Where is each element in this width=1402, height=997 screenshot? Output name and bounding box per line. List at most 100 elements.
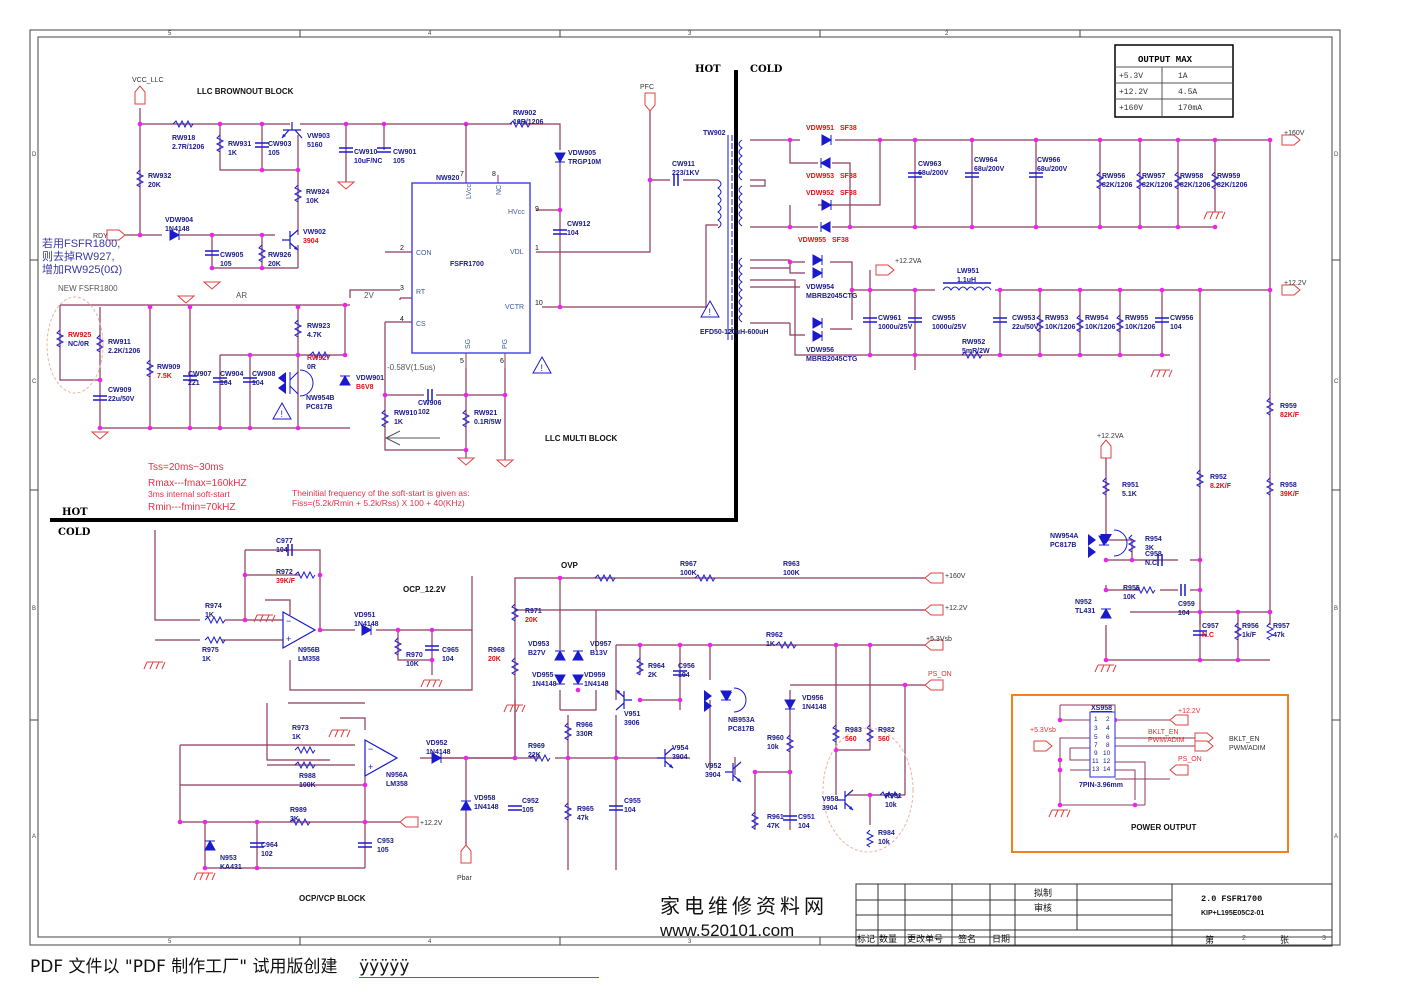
zone-right-a: A [1334,834,1338,840]
title-reviewed: 审核 [1034,902,1052,913]
component-value: 104 [252,380,264,387]
component-value: 20K [268,261,281,268]
net-pwm-adim: PWM/ADIM [1148,737,1185,744]
zone-bottom-3: 3 [688,939,692,945]
pin-con: CON [416,250,432,257]
component-value: 102 [418,409,430,416]
component-ref: R964 [648,663,665,670]
component-value: B6V8 [356,384,374,391]
port-ps-on: PS_ON [928,671,952,678]
component-value: 0.1R/5W [474,419,502,426]
component-value: 104 [1178,610,1190,617]
component-ref: RW953 [1045,315,1068,322]
transformer-spec: EFD50-120uH-600uH [700,329,768,336]
pin-hvcc: HVcc [508,209,525,216]
component-value: 104 [567,230,579,237]
design-title: 2.0 FSFR1700 [1201,894,1262,904]
component-value: 1K [202,656,211,663]
component-ref: VD951 [354,612,376,619]
component-value: 102 [261,851,273,858]
component-value: LM358 [298,656,320,663]
component-ref: VDW956 [806,347,834,354]
component-ref: CW905 [220,252,243,259]
component-ref: R963 [783,561,800,568]
component-ref: R961 [767,814,784,821]
component-value: 1K [205,612,214,619]
component-value: 5160 [307,142,323,149]
pin-rt: RT [416,289,426,296]
port-122v-3: +12.2V [420,820,443,827]
output-rail: +160V [1119,104,1143,113]
port-160v: +160V [1284,130,1305,137]
component-ref: C965 [442,647,459,654]
port-pwm-adim: PWM/ADIM [1229,745,1266,752]
component-ref: C964 [261,842,278,849]
connector-pin: 14 [1103,766,1111,773]
component-ref: N953 [220,855,237,862]
component-value: 3K [290,816,299,823]
component-ref: CW904 [220,371,243,378]
component-ref: N952 [1075,599,1092,606]
port-160v-2: +160V [945,573,966,580]
output-current: 170mA [1178,104,1202,113]
component-ref: C955 [624,798,641,805]
component-value: B27V [528,650,546,657]
hot-label-top: HOT [695,64,721,75]
component-ref: R984 [878,830,895,837]
component-ref: RW956 [1102,173,1125,180]
component-value: 2.2K/1206 [108,348,140,355]
component-value: 20K [488,656,501,663]
component-value: SF38 [840,190,857,197]
connector-pin: 3 [1094,725,1098,732]
component-ref: VDW953 [806,173,834,180]
component-value: 10K [1123,594,1136,601]
component-ref: N956B [298,647,320,654]
transformer-tw902: TW902 EFD50-120uH-600uH [700,130,768,340]
component-value: 330R [576,731,593,738]
component-ref: C953 [377,838,394,845]
component-value: N.C [1202,632,1214,639]
component-value: 4.7K [307,332,322,339]
component-ref: VDW951 [806,125,834,132]
component-ref: R973 [292,725,309,732]
port-122v-2: +12.2V [945,605,968,612]
footer-link[interactable]: ÿÿÿÿÿ [359,957,600,978]
component-value: 5.1K [1122,491,1137,498]
pin-number: 6 [500,358,504,365]
watermark-url: www.520101.com [659,921,794,940]
component-ref: R982 [878,727,895,734]
component-ref: RW902 [513,110,536,117]
warning-icon [272,402,292,420]
component-value: SF38 [840,125,857,132]
component-value: 68u/200V [918,170,949,177]
arrow-indicator [384,430,440,446]
component-value: 47k [1273,632,1285,639]
pin-number: 7 [460,171,464,178]
title-col-change: 更改单号 [907,933,943,944]
component-ref: RW954 [1085,315,1108,322]
component-ref: RW959 [1217,173,1240,180]
component-ref: CW908 [252,371,275,378]
component-value: 22u/50V [1012,324,1039,331]
component-value: 10K/1206 [1045,324,1075,331]
pin-number: 4 [400,316,404,323]
component-value: 10uF/NC [354,158,382,165]
component-value: 560 [845,736,857,743]
component-value: 39K/F [1280,491,1300,498]
title-block [855,883,1333,947]
component-value: 7.5K [157,373,172,380]
output-max-table: OUTPUT MAX +5.3V 1A +12.2V 4.5A +160V 17… [1114,44,1234,118]
component-value: 47k [577,815,589,822]
component-ref: CW907 [188,371,211,378]
isolation-barrier [50,70,738,522]
net-bklt-en: BKLT_EN [1148,729,1179,736]
zone-left-d: D [32,152,37,158]
connector-pin: 2 [1106,716,1110,723]
cn-note-line1: 若用FSFR1800, [42,237,120,250]
connector-spec: 7PIN-3.96mm [1079,782,1123,789]
component-ref: R956 [1242,623,1259,630]
port-53vsb-2: +5.3Vsb [1030,727,1056,734]
component-value: 104 [220,380,232,387]
component-value: MBRB2045CTG [806,293,858,300]
component-value: 104 [798,823,810,830]
